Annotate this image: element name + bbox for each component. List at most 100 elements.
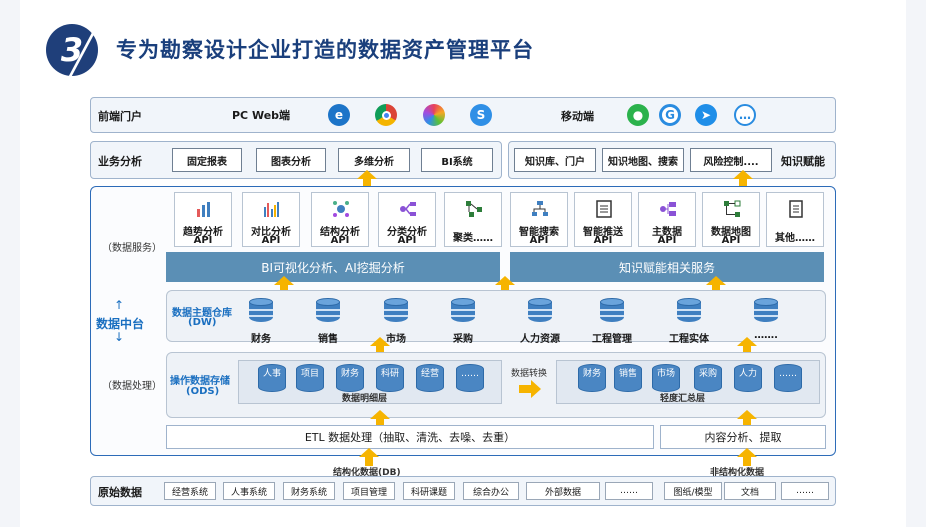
- api-name: 数据地图: [711, 227, 751, 238]
- api-card-cluster[interactable]: 聚类……: [444, 192, 502, 247]
- up-arrow-icon: [737, 337, 757, 355]
- api-card-compare[interactable]: 对比分析 API: [242, 192, 300, 247]
- convert-right-arrow-icon: [519, 380, 541, 398]
- multi-dim-analysis-button[interactable]: 多维分析: [338, 148, 410, 172]
- source-item-hr: 人事系统: [223, 482, 275, 500]
- sogou-browser-icon: S: [470, 104, 492, 126]
- api-name: 智能搜索: [519, 227, 559, 238]
- step-number-badge: 3: [46, 24, 98, 76]
- up-arrow-to-multidim-icon: [357, 170, 377, 188]
- business-label: 业务分析: [98, 155, 142, 168]
- summary-layer-caption: 轻度汇总层: [660, 394, 706, 404]
- ods-subtitle: (ODS): [186, 386, 220, 397]
- knowledge-map-button[interactable]: 知识地图、搜索: [602, 148, 684, 172]
- detail-layer-caption: 数据明细层: [342, 394, 388, 404]
- api-card-structure[interactable]: 结构分析 API: [311, 192, 369, 247]
- dw-database-icon: [600, 298, 624, 324]
- bi-system-button[interactable]: BI系统: [421, 148, 493, 172]
- knowledge-label: 知识赋能: [781, 155, 825, 168]
- push-doc-icon: [596, 200, 612, 218]
- source-item-finance: 财务系统: [283, 482, 335, 500]
- api-card-master-data[interactable]: 主数据 API: [638, 192, 696, 247]
- chat-icon: …: [734, 104, 756, 126]
- dw-panel: [166, 290, 826, 342]
- api-sub: API: [593, 235, 613, 246]
- portal-row: [90, 97, 836, 133]
- api-name: 聚类……: [453, 233, 493, 244]
- dw-item-label: 市场: [386, 334, 406, 345]
- data-map-icon: [724, 200, 741, 217]
- pc-web-label: PC Web端: [232, 109, 291, 122]
- source-item-research: 科研课题: [403, 482, 455, 500]
- api-name: 对比分析: [251, 227, 291, 238]
- fixed-report-button[interactable]: 固定报表: [172, 148, 242, 172]
- knowledge-portal-button[interactable]: 知识库、门户: [514, 148, 596, 172]
- bi-ai-analysis-bar: BI可视化分析、AI挖掘分析: [166, 252, 500, 282]
- source-item-external: 外部数据: [526, 482, 600, 500]
- detail-db-research: 科研: [376, 364, 404, 392]
- api-sub: API: [529, 235, 549, 246]
- dw-subtitle: (DW): [188, 317, 217, 328]
- summary-db-market: 市场: [652, 364, 680, 392]
- knowledge-service-bar: 知识赋能相关服务: [510, 252, 824, 282]
- api-card-trend[interactable]: 趋势分析 API: [174, 192, 232, 247]
- up-arrow-icon: [370, 410, 390, 428]
- convert-label: 数据转换: [511, 369, 548, 379]
- summary-db-more: ……: [774, 364, 802, 392]
- dw-database-icon: [249, 298, 273, 324]
- summary-db-finance: 财务: [578, 364, 606, 392]
- classify-icon: [400, 202, 416, 216]
- api-sub: API: [330, 235, 350, 246]
- google-icon: G: [659, 104, 681, 126]
- api-card-data-map[interactable]: 数据地图 API: [702, 192, 760, 247]
- up-arrow-icon: [737, 410, 757, 428]
- source-item-project: 项目管理: [343, 482, 395, 500]
- source-item-more: ……: [605, 482, 653, 500]
- dw-item-label: 工程实体: [669, 334, 709, 345]
- api-name: 分类分析: [387, 227, 427, 238]
- portal-label: 前端门户: [98, 110, 142, 123]
- compare-bar-icon: [264, 202, 279, 217]
- dw-database-icon: [528, 298, 552, 324]
- api-sub: API: [193, 235, 213, 246]
- risk-control-button[interactable]: 风险控制....: [690, 148, 772, 172]
- structure-icon: [333, 201, 349, 217]
- dw-database-icon: [677, 298, 701, 324]
- api-name: 智能推送: [583, 227, 623, 238]
- data-middle-label: 数据中台: [96, 317, 145, 331]
- api-sub: API: [657, 235, 677, 246]
- up-arrow-icon: [274, 276, 294, 294]
- api-name: 趋势分析: [183, 227, 223, 238]
- chrome-browser-icon: [375, 104, 397, 126]
- dw-database-icon: [384, 298, 408, 324]
- up-arrow-icon: [737, 448, 757, 466]
- api-sub: API: [721, 235, 741, 246]
- source-item-more-unstructured: ……: [781, 482, 829, 500]
- etl-process-box: ETL 数据处理（抽取、清洗、去噪、去重）: [166, 425, 654, 449]
- ods-title: 操作数据存储: [170, 376, 230, 387]
- dw-title: 数据主题仓库: [172, 308, 232, 319]
- api-card-classify[interactable]: 分类分析 API: [378, 192, 436, 247]
- dw-item-label: 财务: [251, 334, 271, 345]
- detail-db-hr: 人事: [258, 364, 286, 392]
- detail-db-finance: 财务: [336, 364, 364, 392]
- middle-up-arrow-icon: ↑: [114, 298, 125, 312]
- other-doc-icon: [789, 200, 803, 218]
- page-title: 专为勘察设计企业打造的数据资产管理平台: [116, 38, 534, 62]
- structured-data-label: 结构化数据(DB): [333, 468, 401, 478]
- api-card-smart-push[interactable]: 智能推送 API: [574, 192, 632, 247]
- dw-item-label: 人力资源: [520, 334, 560, 345]
- up-arrow-to-risk-icon: [733, 170, 753, 188]
- dw-item-label: 采购: [453, 334, 473, 345]
- api-card-other[interactable]: 其他……: [766, 192, 824, 247]
- wechat-icon: ●: [627, 104, 649, 126]
- mobile-label: 移动端: [561, 110, 594, 123]
- source-item-office: 综合办公: [463, 482, 519, 500]
- source-item-drawings: 图纸/模型: [664, 482, 722, 500]
- detail-db-more: ……: [456, 364, 484, 392]
- api-card-smart-search[interactable]: 智能搜索 API: [510, 192, 568, 247]
- chart-analysis-button[interactable]: 图表分析: [256, 148, 326, 172]
- up-arrow-icon: [706, 276, 726, 294]
- dingtalk-icon: ➤: [695, 104, 717, 126]
- search-tree-icon: [532, 201, 548, 216]
